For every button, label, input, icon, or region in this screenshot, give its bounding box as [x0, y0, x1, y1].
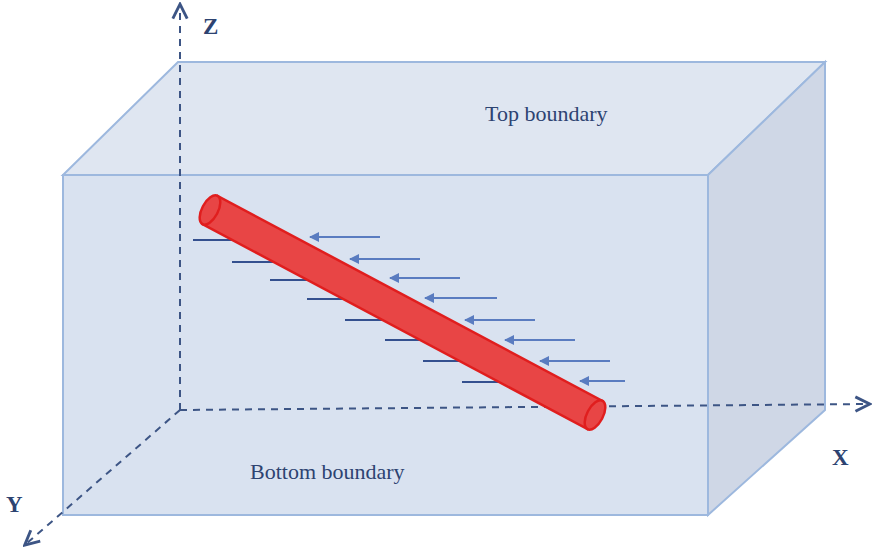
face-label: Bottom boundary	[250, 460, 405, 484]
axis-label: Z	[203, 14, 218, 39]
x-axis	[180, 404, 868, 410]
axis-label: Y	[6, 492, 23, 517]
flow-arrow	[580, 380, 625, 382]
flow-arrow	[350, 258, 420, 260]
flow-arrow	[390, 277, 460, 279]
side-face	[708, 62, 825, 515]
y-axis	[26, 410, 180, 544]
flow-arrow	[505, 339, 575, 341]
face-label: Top boundary	[485, 102, 608, 126]
axis-label: X	[832, 445, 849, 470]
front-face	[63, 175, 708, 515]
red-cylinder	[195, 192, 609, 433]
flow-arrow	[310, 236, 380, 238]
flow-arrow	[425, 297, 497, 299]
z-axis	[179, 6, 181, 410]
top-face	[63, 62, 825, 175]
flow-arrow	[540, 360, 610, 362]
flow-arrow	[465, 319, 535, 321]
